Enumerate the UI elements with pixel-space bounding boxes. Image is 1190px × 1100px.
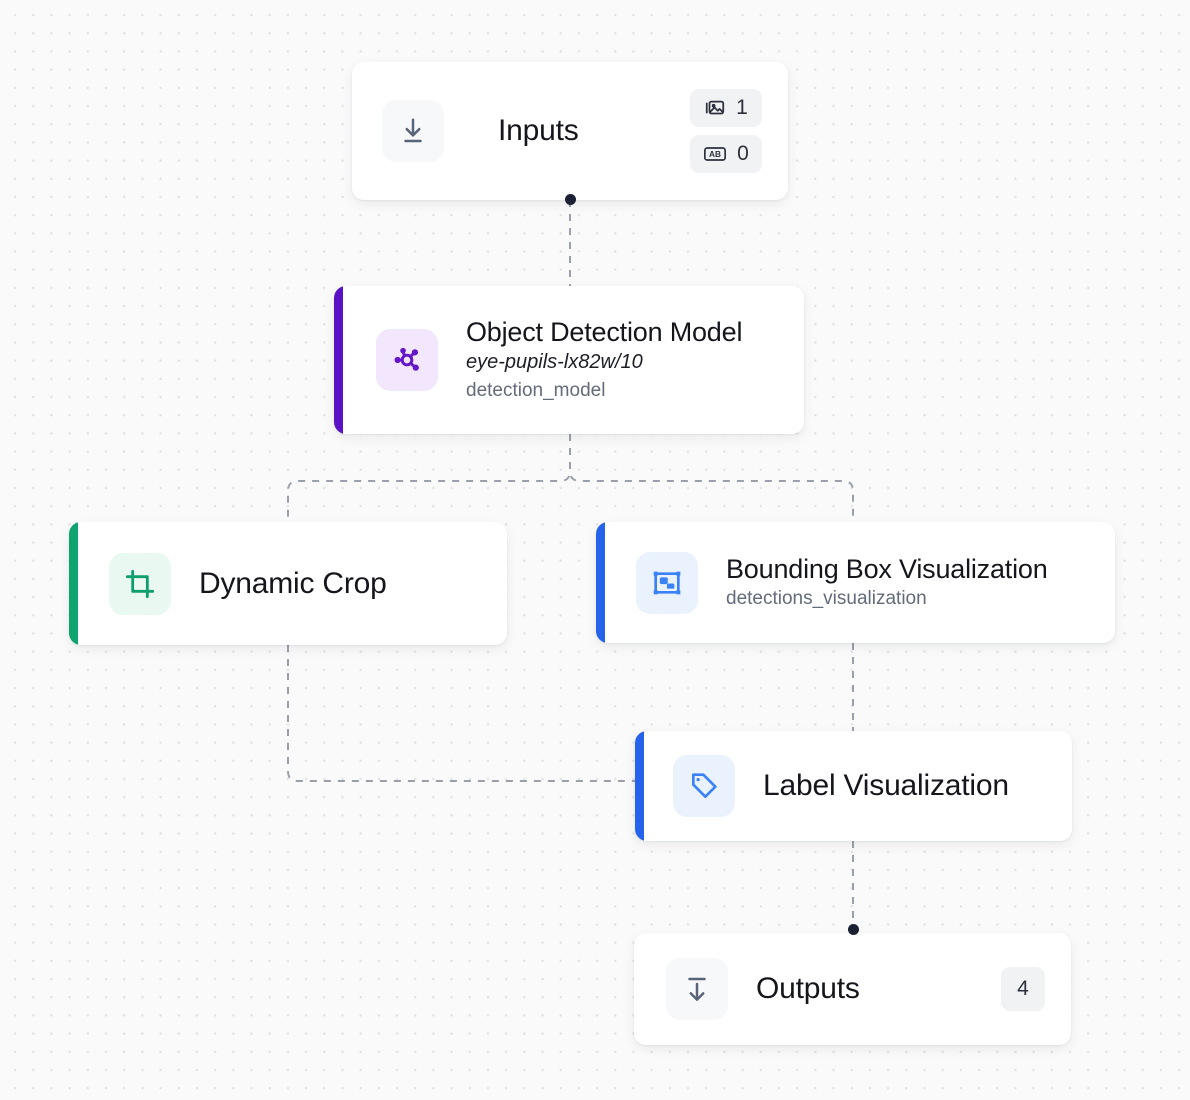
node-title: Object Detection Model — [466, 316, 743, 347]
edge-dynamic-crop-to-label — [287, 645, 637, 782]
node-title: Bounding Box Visualization — [726, 553, 1048, 584]
upload-line-icon-container — [666, 958, 728, 1020]
crop-icon-container — [109, 552, 171, 615]
svg-text:AB: AB — [709, 149, 721, 159]
node-object-detection-model[interactable]: Object Detection Model eye-pupils-lx82w/… — [334, 286, 804, 434]
badge-text[interactable]: AB 0 — [690, 135, 762, 173]
bounding-box-icon — [653, 571, 681, 594]
edge-model-to-dynamic-crop — [287, 434, 571, 522]
model-hub-icon-container — [376, 329, 438, 391]
model-hub-icon — [394, 347, 419, 371]
accent-bar-blue — [596, 522, 605, 643]
tag-icon-container — [673, 755, 735, 817]
node-title: Inputs — [498, 114, 579, 147]
node-title: Outputs — [756, 972, 860, 1005]
tag-icon — [692, 773, 717, 798]
accent-bar-green — [69, 522, 78, 645]
upload-line-icon — [688, 977, 706, 1001]
image-icon — [706, 100, 725, 115]
inputs-badge-group: 1 AB 0 — [690, 89, 762, 173]
node-output-name: detections_visualization — [726, 587, 927, 609]
edge-model-to-bounding-box — [569, 434, 854, 522]
accent-bar-purple — [334, 286, 343, 434]
node-bounding-box-visualization[interactable]: Bounding Box Visualization detections_vi… — [596, 522, 1115, 643]
badge-outputs-count-label: 4 — [1017, 977, 1029, 1000]
outputs-badge-group: 4 — [1001, 967, 1045, 1011]
port-dot-outputs-in — [848, 924, 859, 935]
crop-icon — [125, 569, 155, 598]
node-outputs[interactable]: Outputs 4 — [634, 933, 1071, 1045]
node-title: Label Visualization — [763, 769, 1009, 802]
bounding-box-icon-container — [636, 551, 698, 614]
node-dynamic-crop[interactable]: Dynamic Crop — [69, 522, 507, 645]
download-icon-container — [382, 100, 444, 162]
node-model-id: eye-pupils-lx82w/10 — [466, 350, 643, 373]
node-output-name: detection_model — [466, 379, 606, 401]
node-inputs[interactable]: Inputs 1 AB 0 — [352, 62, 788, 200]
node-title: Dynamic Crop — [199, 566, 387, 600]
ab-text-icon: AB — [704, 147, 727, 161]
badge-images[interactable]: 1 — [690, 89, 762, 127]
node-label-visualization[interactable]: Label Visualization — [635, 731, 1072, 841]
download-icon — [404, 118, 422, 143]
badge-images-count: 1 — [736, 96, 748, 119]
badge-outputs-count[interactable]: 4 — [1001, 967, 1045, 1011]
port-dot-inputs-out — [565, 194, 576, 205]
badge-text-count: 0 — [737, 142, 749, 165]
accent-bar-blue — [635, 731, 644, 841]
